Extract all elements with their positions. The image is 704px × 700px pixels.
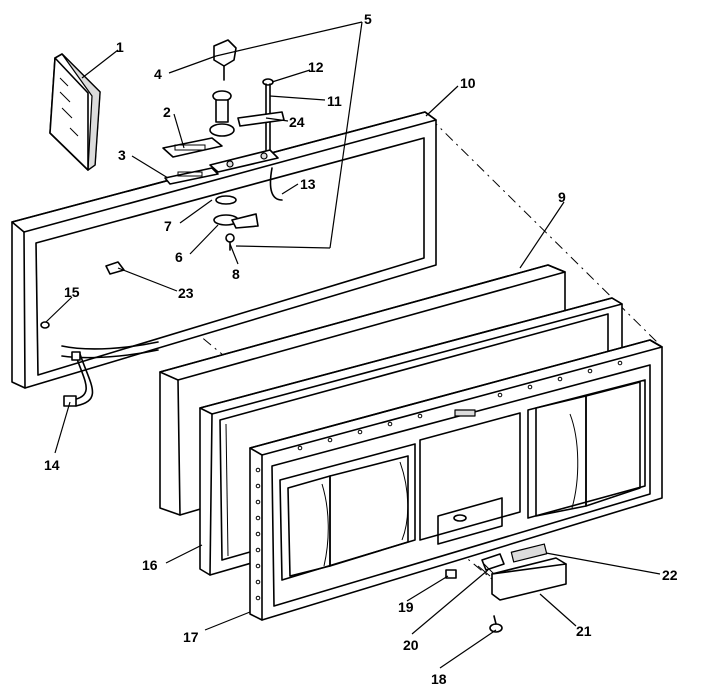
part-15-screw: [40, 321, 50, 329]
part-20-bulb-socket: [481, 553, 505, 571]
callout-16: 16: [142, 557, 158, 573]
callout-17: 17: [183, 629, 199, 645]
light-assembly: [445, 543, 567, 633]
callout-5: 5: [364, 11, 372, 27]
callout-4: 4: [154, 66, 162, 82]
callout-11: 11: [327, 93, 342, 109]
part-12-pin-head: [262, 78, 274, 86]
part-19-socket-clip: [445, 569, 457, 579]
callout-15: 15: [64, 284, 80, 300]
part-14-cord: [61, 341, 159, 350]
callout-19: 19: [398, 599, 414, 615]
part-21-light-cover: [491, 557, 567, 601]
callout-22: 22: [662, 567, 678, 583]
liner-top-holes: [297, 360, 623, 451]
part-2-hinge-plate: [162, 137, 223, 158]
callout-8: 8: [232, 266, 240, 282]
part-10-door-outer-panel: [11, 111, 437, 389]
part-1-nameplate: [49, 53, 101, 171]
callout-labels: 1 2 3 4 5 6 7 8 9 10 11 12 13 14 15 16 1…: [44, 11, 678, 687]
part-17-inner-liner: [249, 339, 663, 621]
callout-2: 2: [163, 104, 171, 120]
part-4-key: [213, 39, 237, 67]
liner-edge-holes: [255, 467, 261, 601]
callout-1: 1: [116, 39, 124, 55]
callout-20: 20: [403, 637, 419, 653]
callout-18: 18: [431, 671, 447, 687]
callout-7: 7: [164, 218, 172, 234]
door-hardware: [40, 39, 285, 407]
callout-23: 23: [178, 285, 194, 301]
callout-3: 3: [118, 147, 126, 163]
callout-6: 6: [175, 249, 183, 265]
callout-12: 12: [308, 59, 324, 75]
part-18-bulb: [489, 623, 503, 633]
part-13-wire: [269, 167, 283, 201]
callout-9: 9: [558, 189, 566, 205]
callout-13: 13: [300, 176, 316, 192]
part-8-screw: [225, 233, 235, 243]
leader-lines: [45, 21, 661, 669]
callout-24: 24: [289, 114, 305, 130]
part-22-switch: [510, 543, 548, 563]
callout-14: 14: [44, 457, 60, 473]
part-7-washer: [215, 195, 237, 205]
callout-10: 10: [460, 75, 476, 91]
callout-21: 21: [576, 623, 592, 639]
